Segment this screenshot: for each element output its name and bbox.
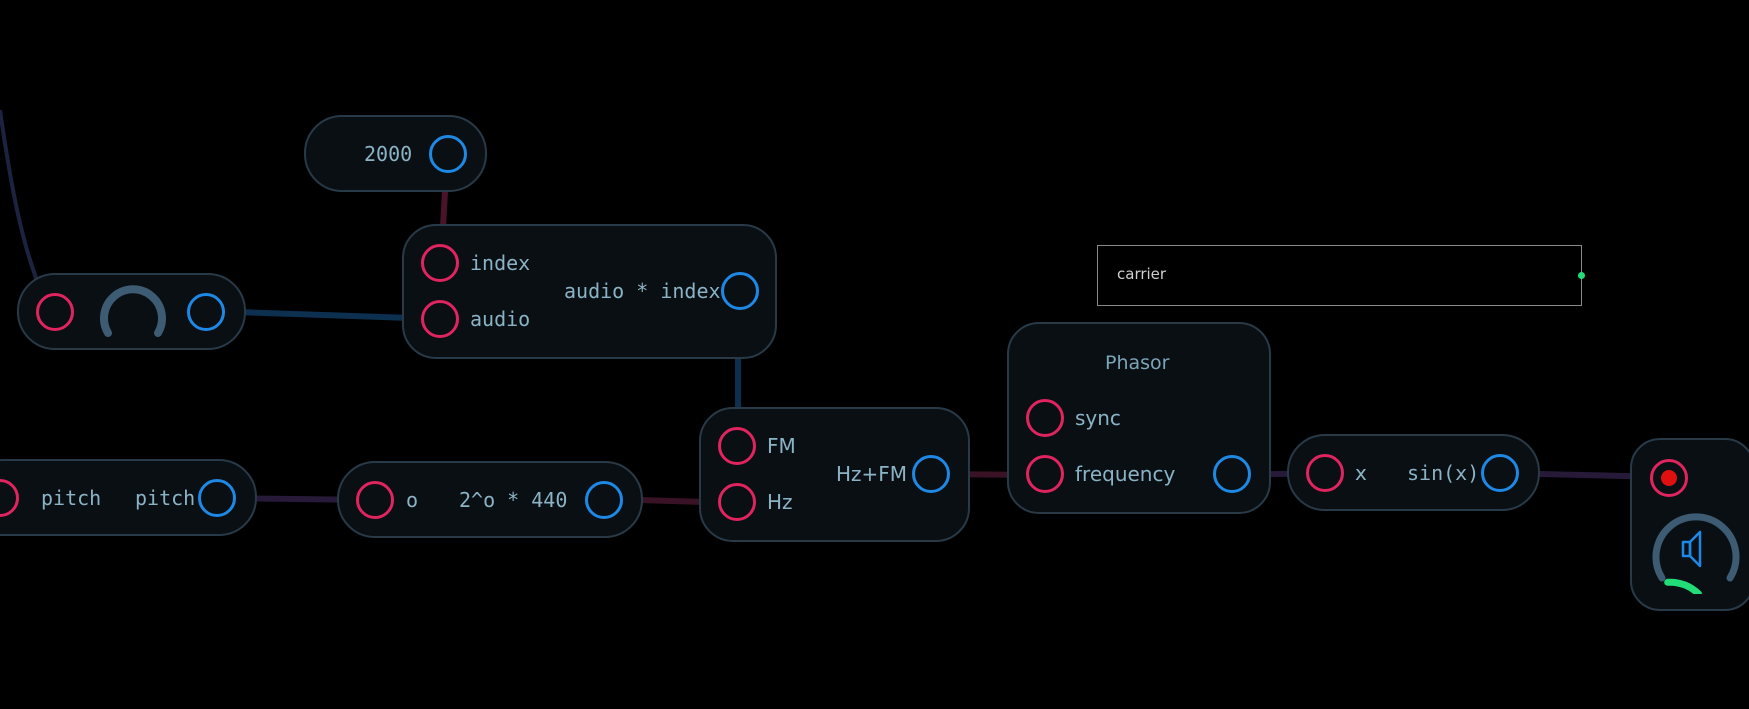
output-level-meter — [1664, 578, 1702, 594]
hz-input-port[interactable] — [718, 483, 756, 521]
pitch-input-label: pitch — [41, 486, 102, 510]
index-label: index — [470, 251, 531, 275]
sin-output-label: sin(x) — [1407, 461, 1480, 485]
frequency-label: frequency — [1075, 462, 1176, 486]
record-dot-icon[interactable] — [1661, 470, 1677, 486]
exp-node[interactable]: o 2^o * 440 — [337, 461, 643, 538]
carrier-comment-box[interactable]: carrier — [1097, 245, 1585, 306]
const-output-port[interactable] — [429, 135, 467, 173]
audio-input-port[interactable] — [421, 300, 459, 338]
knob-icon[interactable] — [97, 283, 169, 345]
output-input-port[interactable] — [1650, 459, 1688, 497]
knob-input-port[interactable] — [36, 293, 74, 331]
index-input-port[interactable] — [421, 244, 459, 282]
pitch-output-label: pitch — [135, 486, 196, 510]
const-node[interactable]: 2000 — [304, 115, 487, 192]
pitch-output-port[interactable] — [198, 479, 236, 517]
multiply-node[interactable]: index audio audio * index — [402, 224, 777, 359]
const-value[interactable]: 2000 — [364, 142, 413, 166]
sin-output-port[interactable] — [1481, 454, 1519, 492]
knob-output-port[interactable] — [187, 293, 225, 331]
pitch-node[interactable]: pitch pitch — [0, 459, 257, 536]
phasor-node[interactable]: Phasor sync frequency — [1007, 322, 1271, 514]
phasor-title: Phasor — [1105, 352, 1170, 374]
fm-input-port[interactable] — [718, 427, 756, 465]
carrier-label[interactable]: carrier — [1117, 265, 1167, 283]
fm-output-port[interactable] — [912, 455, 950, 493]
hz-label: Hz — [767, 490, 793, 514]
sin-node[interactable]: x sin(x) — [1287, 434, 1540, 511]
fm-output-label: Hz+FM — [836, 462, 908, 486]
fm-label: FM — [767, 434, 796, 458]
phasor-output-port[interactable] — [1213, 455, 1251, 493]
frequency-input-port[interactable] — [1026, 455, 1064, 493]
wire-offscreen-to-knob[interactable] — [0, 109, 47, 301]
output-node[interactable] — [1630, 438, 1749, 611]
exp-input-port[interactable] — [356, 481, 394, 519]
audio-label: audio — [470, 307, 531, 331]
multiply-output-label: audio * index — [564, 279, 721, 303]
multiply-output-port[interactable] — [721, 272, 759, 310]
fm-node[interactable]: FM Hz Hz+FM — [699, 407, 970, 542]
sin-input-label: x — [1355, 461, 1367, 485]
exp-input-label: o — [406, 488, 419, 512]
exp-output-label: 2^o * 440 — [459, 488, 568, 512]
pitch-input-port[interactable] — [0, 479, 19, 517]
sync-label: sync — [1075, 406, 1121, 430]
resize-handle[interactable] — [1578, 272, 1585, 279]
volume-knob[interactable] — [1648, 510, 1744, 594]
sin-input-port[interactable] — [1306, 454, 1344, 492]
speaker-icon — [1681, 530, 1702, 568]
knob-node[interactable] — [17, 273, 246, 350]
sync-input-port[interactable] — [1026, 399, 1064, 437]
exp-output-port[interactable] — [585, 481, 623, 519]
